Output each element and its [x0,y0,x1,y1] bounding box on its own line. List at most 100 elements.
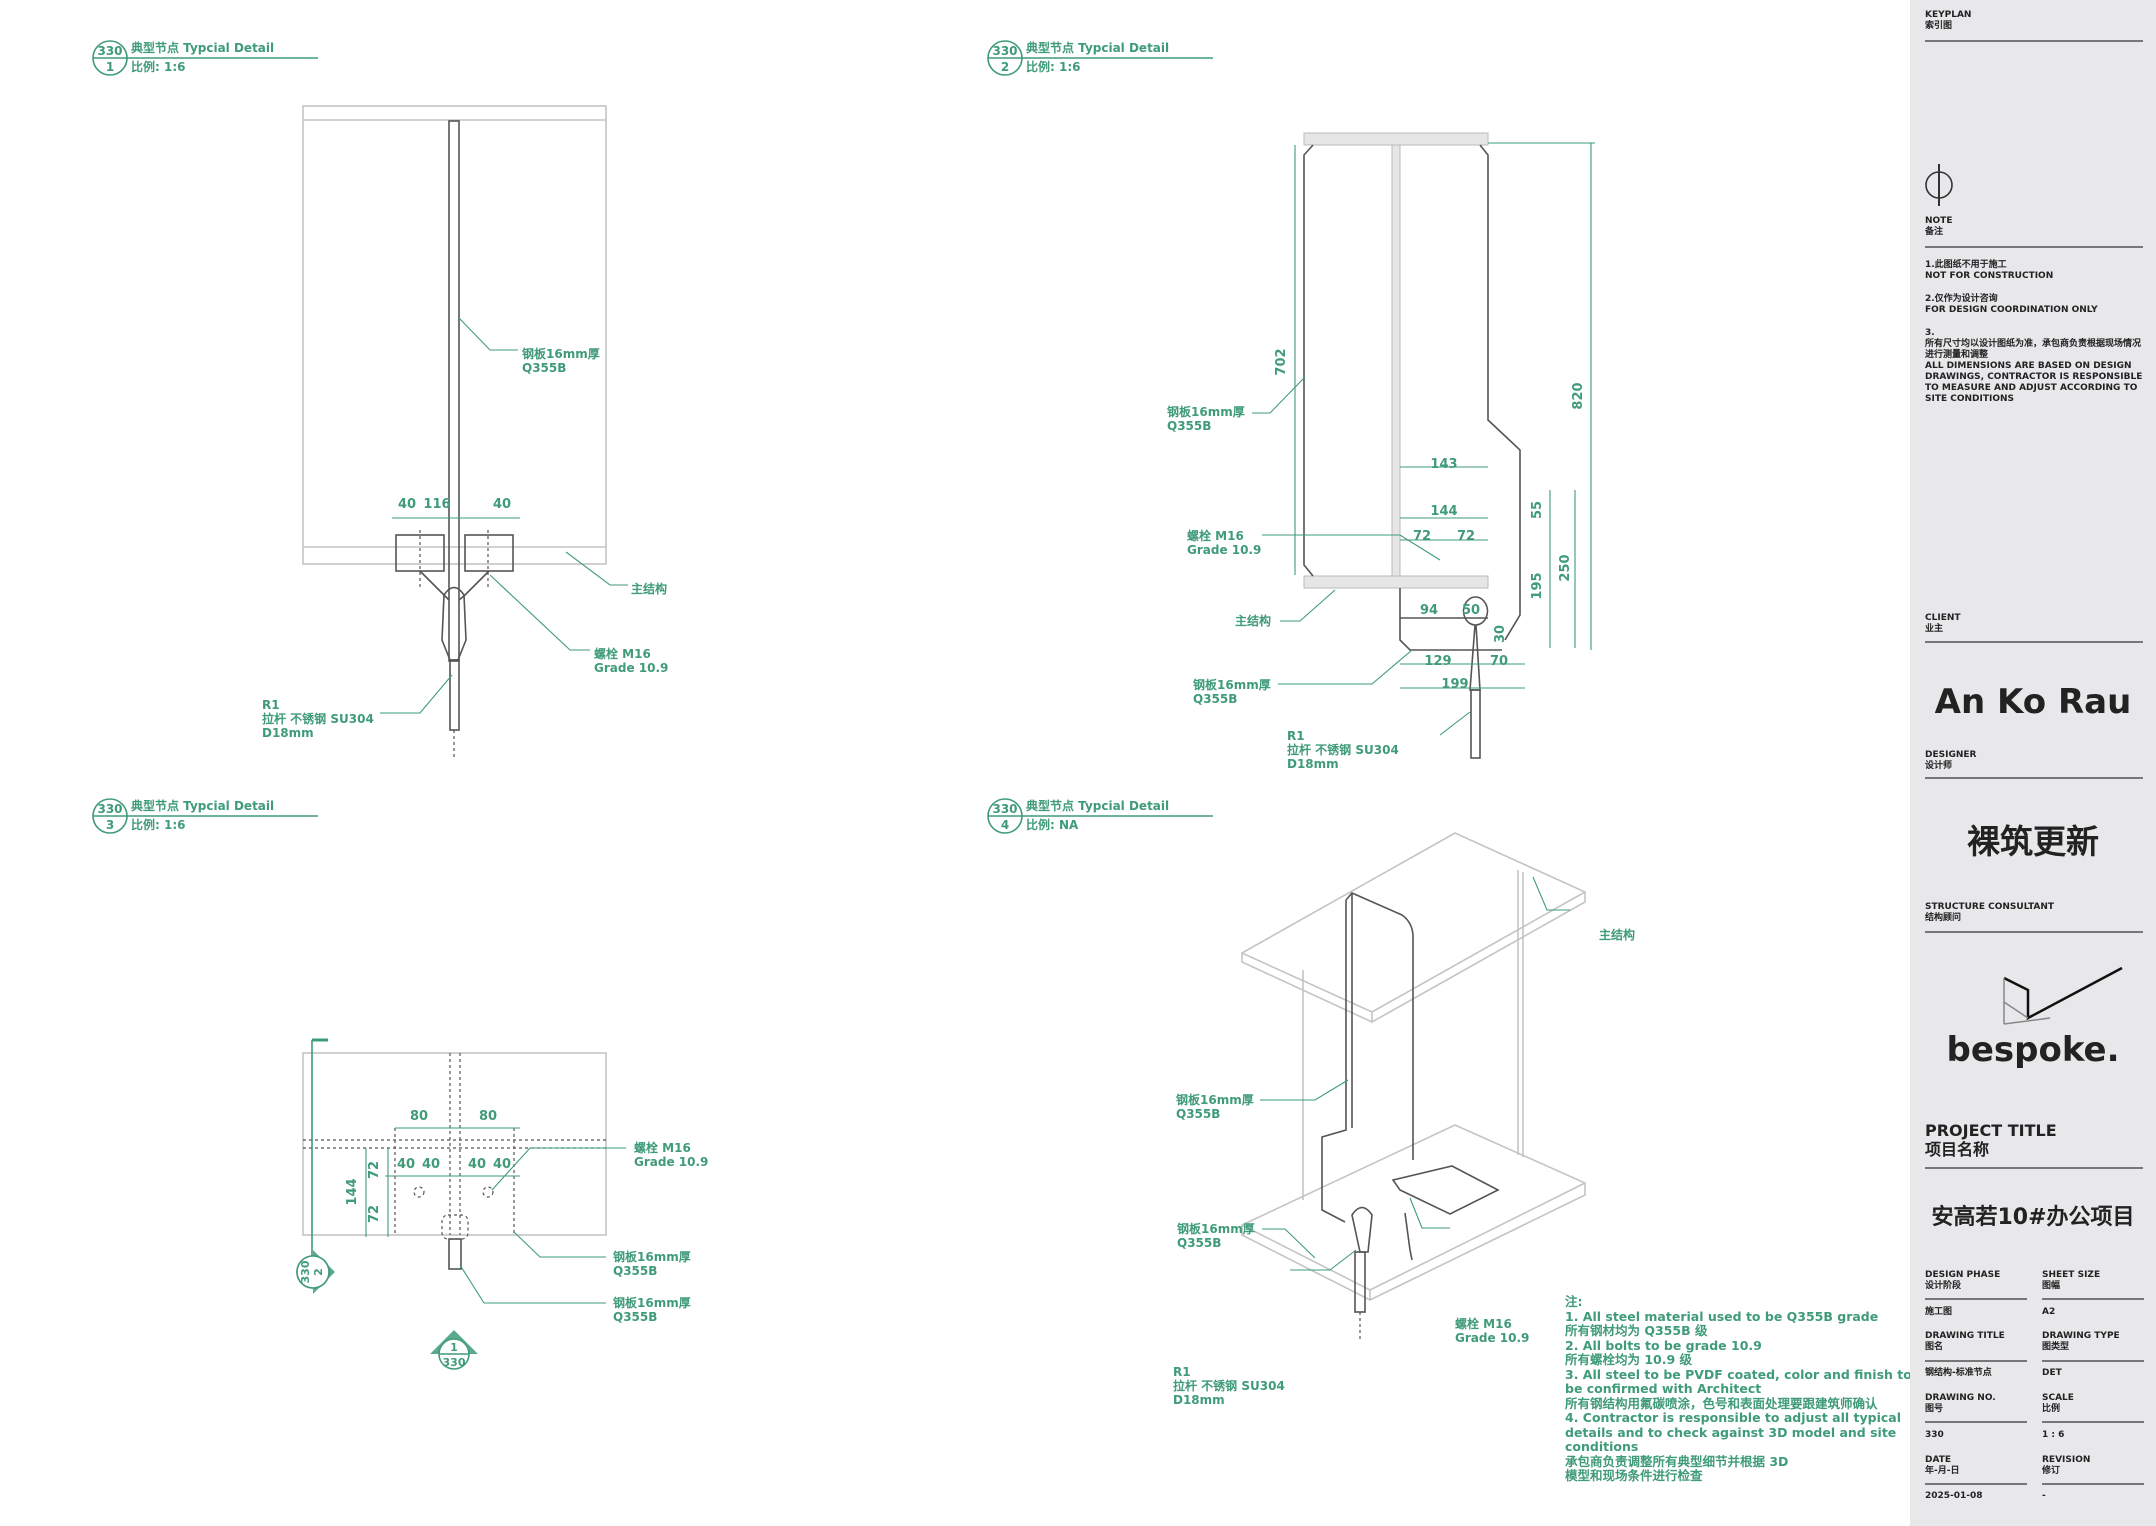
annotation-text: 比例: 1:6 [131,817,185,832]
drawing-no-value: 330 [1925,1430,1944,1440]
bespoke-logo-icon [2003,966,2123,1025]
scale-label: SCALE 比例 [2042,1393,2074,1414]
annotation-text: 116 [423,497,450,512]
annotation-text: 比例: NA [1026,817,1079,832]
annotation-text: 注: [1565,1294,1583,1309]
annotation-text: 72 [1413,529,1431,544]
annotation-text: 55 [1530,501,1545,519]
annotation-text: Grade 10.9 [1455,1331,1529,1345]
annotation-text: 主结构 [1235,613,1271,628]
divider [2042,1298,2144,1300]
annotation-text: 拉杆 不锈钢 SU304 [1287,742,1399,757]
annotation-text: 典型节点 Typcial Detail [1026,40,1169,55]
annotation-text: 144 [345,1178,360,1205]
annotation-text: 拉杆 不锈钢 SU304 [262,711,374,726]
annotation-text: 主结构 [1599,927,1635,942]
title-block: KEYPLAN 索引图 NOTE 备注 1.此图纸不用于施工 NOT FOR C… [1910,0,2156,1526]
divider [2042,1360,2144,1362]
section-mark-1: 1 330 [430,1330,478,1370]
revision-value: - [2042,1491,2046,1501]
annotation-text: 40 [468,1157,486,1172]
north-arrow-icon [1925,164,1953,206]
detail-scale: 比例: 1:6 [131,59,185,74]
detail-title: 典型节点 Typcial Detail [131,40,274,55]
annotation-text: R1 [262,698,280,712]
annotation-text: D18mm [262,726,314,740]
divider [1925,777,2143,779]
drawing-no-label: DRAWING NO. 图号 [1925,1393,1996,1414]
annotation-text: D18mm [1287,757,1339,771]
annotation-text: 30 [1493,625,1508,643]
annotation-text: 螺栓 M16 [1187,528,1244,543]
annotation-text: 330 [443,1356,466,1369]
sheet-size-label: SHEET SIZE 图幅 [2042,1270,2101,1291]
annotation-text: 330 [992,44,1017,58]
annotation-text: Q355B [1167,419,1211,433]
annotation-text: 4. Contractor is responsible to adjust a… [1565,1410,1901,1425]
detail-header-2: 330 2 典型节点 Typcial Detail 比例: 1:6 [987,40,1213,76]
note-3: 3. 所有尺寸均以设计图纸为准，承包商负责根据现场情况进行测量和调整 ALL D… [1925,328,2143,404]
annotation-text: Grade 10.9 [634,1155,708,1169]
annotation-text: be confirmed with Architect [1565,1381,1761,1396]
annotation-text: 所有钢材均为 Q355B 级 [1565,1323,1708,1338]
annotation-text: 72 [367,1205,382,1223]
divider [1925,1421,2027,1423]
annotation-text: D18mm [1173,1393,1225,1407]
annotation-text: 40 [422,1157,440,1172]
drawing-title-value: 钢结构-标准节点 [1925,1368,1992,1378]
detail-4-drawing: 主结构 钢板16mm厚 Q355B 钢板16mm厚 Q355B 螺栓 M16 G… [1173,832,1635,1407]
annotation-text: 3 [106,818,114,832]
annotation-text: 3. All steel to be PVDF coated, color an… [1565,1367,1912,1382]
annotation-text: 40 [493,497,511,512]
detail-number: 330 [97,44,122,58]
designer-label: DESIGNER 设计师 [1925,750,1977,771]
annotation-text: 比例: 1:6 [1026,59,1080,74]
detail-header-1: 330 1 典型节点 Typcial Detail 比例: 1:6 [92,40,318,76]
annotation-text: Grade 10.9 [1187,543,1261,557]
annotation-text: 4 [1001,818,1009,832]
divider [1925,1298,2027,1300]
annotation-text: R1 [1287,729,1305,743]
annotation-text: 144 [1430,504,1457,519]
annotation-text: Q355B [613,1310,657,1324]
revision-label: REVISION 修订 [2042,1455,2091,1476]
annotation-text: 2 [312,1268,325,1276]
drawing-type-label: DRAWING TYPE 图类型 [2042,1331,2120,1352]
divider [2042,1421,2144,1423]
annotation-text: details and to check against 3D model an… [1565,1425,1896,1440]
annotation-text: 2 [1001,60,1009,74]
annotation-text: Q355B [1177,1236,1221,1250]
keyplan-label: KEYPLAN 索引图 [1925,10,1972,31]
divider [1925,40,2143,42]
annotation-text: 典型节点 Typcial Detail [1026,798,1169,813]
annotation-text: 1 [450,1341,458,1354]
annotation-text: 80 [410,1109,428,1124]
annotation-text: 72 [1457,529,1475,544]
annotation-text: 50 [1462,603,1480,618]
note-1: 1.此图纸不用于施工 NOT FOR CONSTRUCTION [1925,260,2054,281]
designer-name: 裸筑更新 [1967,822,2099,861]
consultant-logo-text: bespoke. [1946,1030,2120,1070]
annotation-text: 2. All bolts to be grade 10.9 [1565,1338,1762,1353]
annotation-text: 820 [1571,382,1586,409]
design-phase-value: 施工图 [1925,1307,1953,1317]
annotation-text: 所有钢结构用氟碳喷涂，色号和表面处理要跟建筑师确认 [1565,1396,1878,1411]
annotation-text: Q355B [613,1264,657,1278]
sheet-size-value: A2 [2042,1307,2056,1317]
annotation-text: 拉杆 不锈钢 SU304 [1173,1378,1285,1393]
date-label: DATE 年-月-日 [1925,1455,1960,1476]
divider [1925,1483,2027,1485]
detail-2-drawing: 702 820 143 144 72 72 55 250 195 94 50 3… [1167,132,1595,771]
annotation-text: 330 [992,802,1017,816]
annotation-text: 钢板16mm厚 [613,1249,691,1264]
detail-header-4: 330 4 典型节点 Typcial Detail 比例: NA [987,798,1213,834]
annotation-text: 72 [367,1161,382,1179]
scale-value: 1 : 6 [2042,1430,2065,1440]
annotation-text: 钢板16mm厚 [613,1295,691,1310]
annotation-text: conditions [1565,1439,1638,1454]
divider [1925,931,2143,933]
design-phase-label: DESIGN PHASE 设计阶段 [1925,1270,2001,1291]
annotation-text: 钢板16mm厚 [1193,677,1271,692]
client-name: An Ko Rau [1934,682,2132,722]
